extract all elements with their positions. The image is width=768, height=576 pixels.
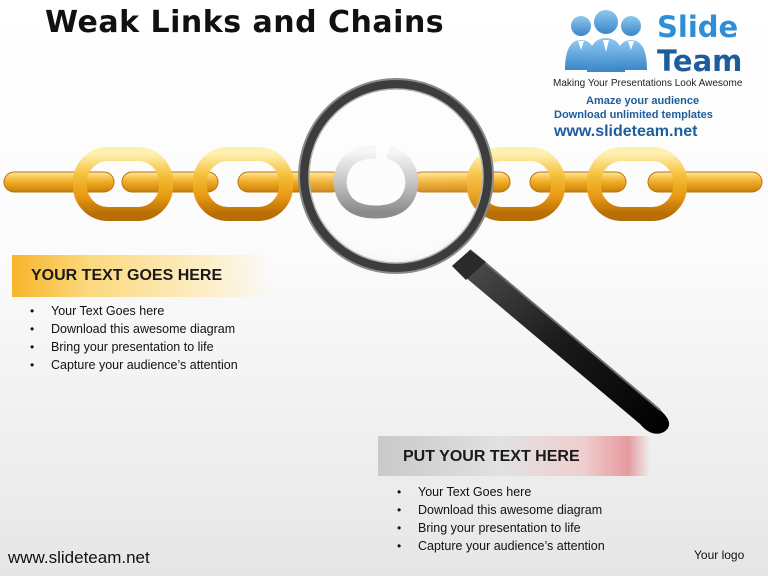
chain-link-icon	[587, 147, 687, 221]
chain-link-icon	[73, 147, 173, 221]
bullet-item: Your Text Goes here	[394, 483, 605, 501]
bullet-item: Your Text Goes here	[27, 302, 238, 320]
brand-line-amaze: Amaze your audience	[586, 95, 700, 107]
footer-logo-placeholder: Your logo	[694, 548, 745, 562]
people-group-icon	[565, 10, 647, 72]
text-box-left-header: YOUR TEXT GOES HERE	[12, 255, 272, 297]
brand-tagline: Making Your Presentations Look Awesome	[553, 78, 743, 89]
chain-link-icon	[193, 147, 293, 221]
brand-name-slide: Slide	[657, 10, 739, 44]
text-box-right-heading: PUT YOUR TEXT HERE	[403, 448, 580, 465]
brand-url: www.slideteam.net	[554, 123, 698, 140]
bullet-item: Capture your audience’s attention	[394, 537, 605, 555]
slideteam-logo: Slide Team Making Your Presentations Loo…	[553, 4, 763, 144]
bullet-item: Bring your presentation to life	[394, 519, 605, 537]
magnifying-glass-icon	[298, 78, 670, 434]
brand-line-download: Download unlimited templates	[554, 109, 713, 121]
slide-title: Weak Links and Chains	[45, 5, 445, 40]
text-box-left-bullets: Your Text Goes here Download this awesom…	[27, 302, 238, 374]
brand-name-team: Team	[657, 44, 743, 78]
bullet-item: Capture your audience’s attention	[27, 356, 238, 374]
text-box-right-bullets: Your Text Goes here Download this awesom…	[394, 483, 605, 555]
text-box-right-header: PUT YOUR TEXT HERE	[378, 436, 650, 476]
footer-url: www.slideteam.net	[8, 548, 150, 567]
bullet-item: Download this awesome diagram	[394, 501, 605, 519]
bullet-item: Bring your presentation to life	[27, 338, 238, 356]
text-box-left-heading: YOUR TEXT GOES HERE	[31, 267, 223, 284]
bullet-item: Download this awesome diagram	[27, 320, 238, 338]
